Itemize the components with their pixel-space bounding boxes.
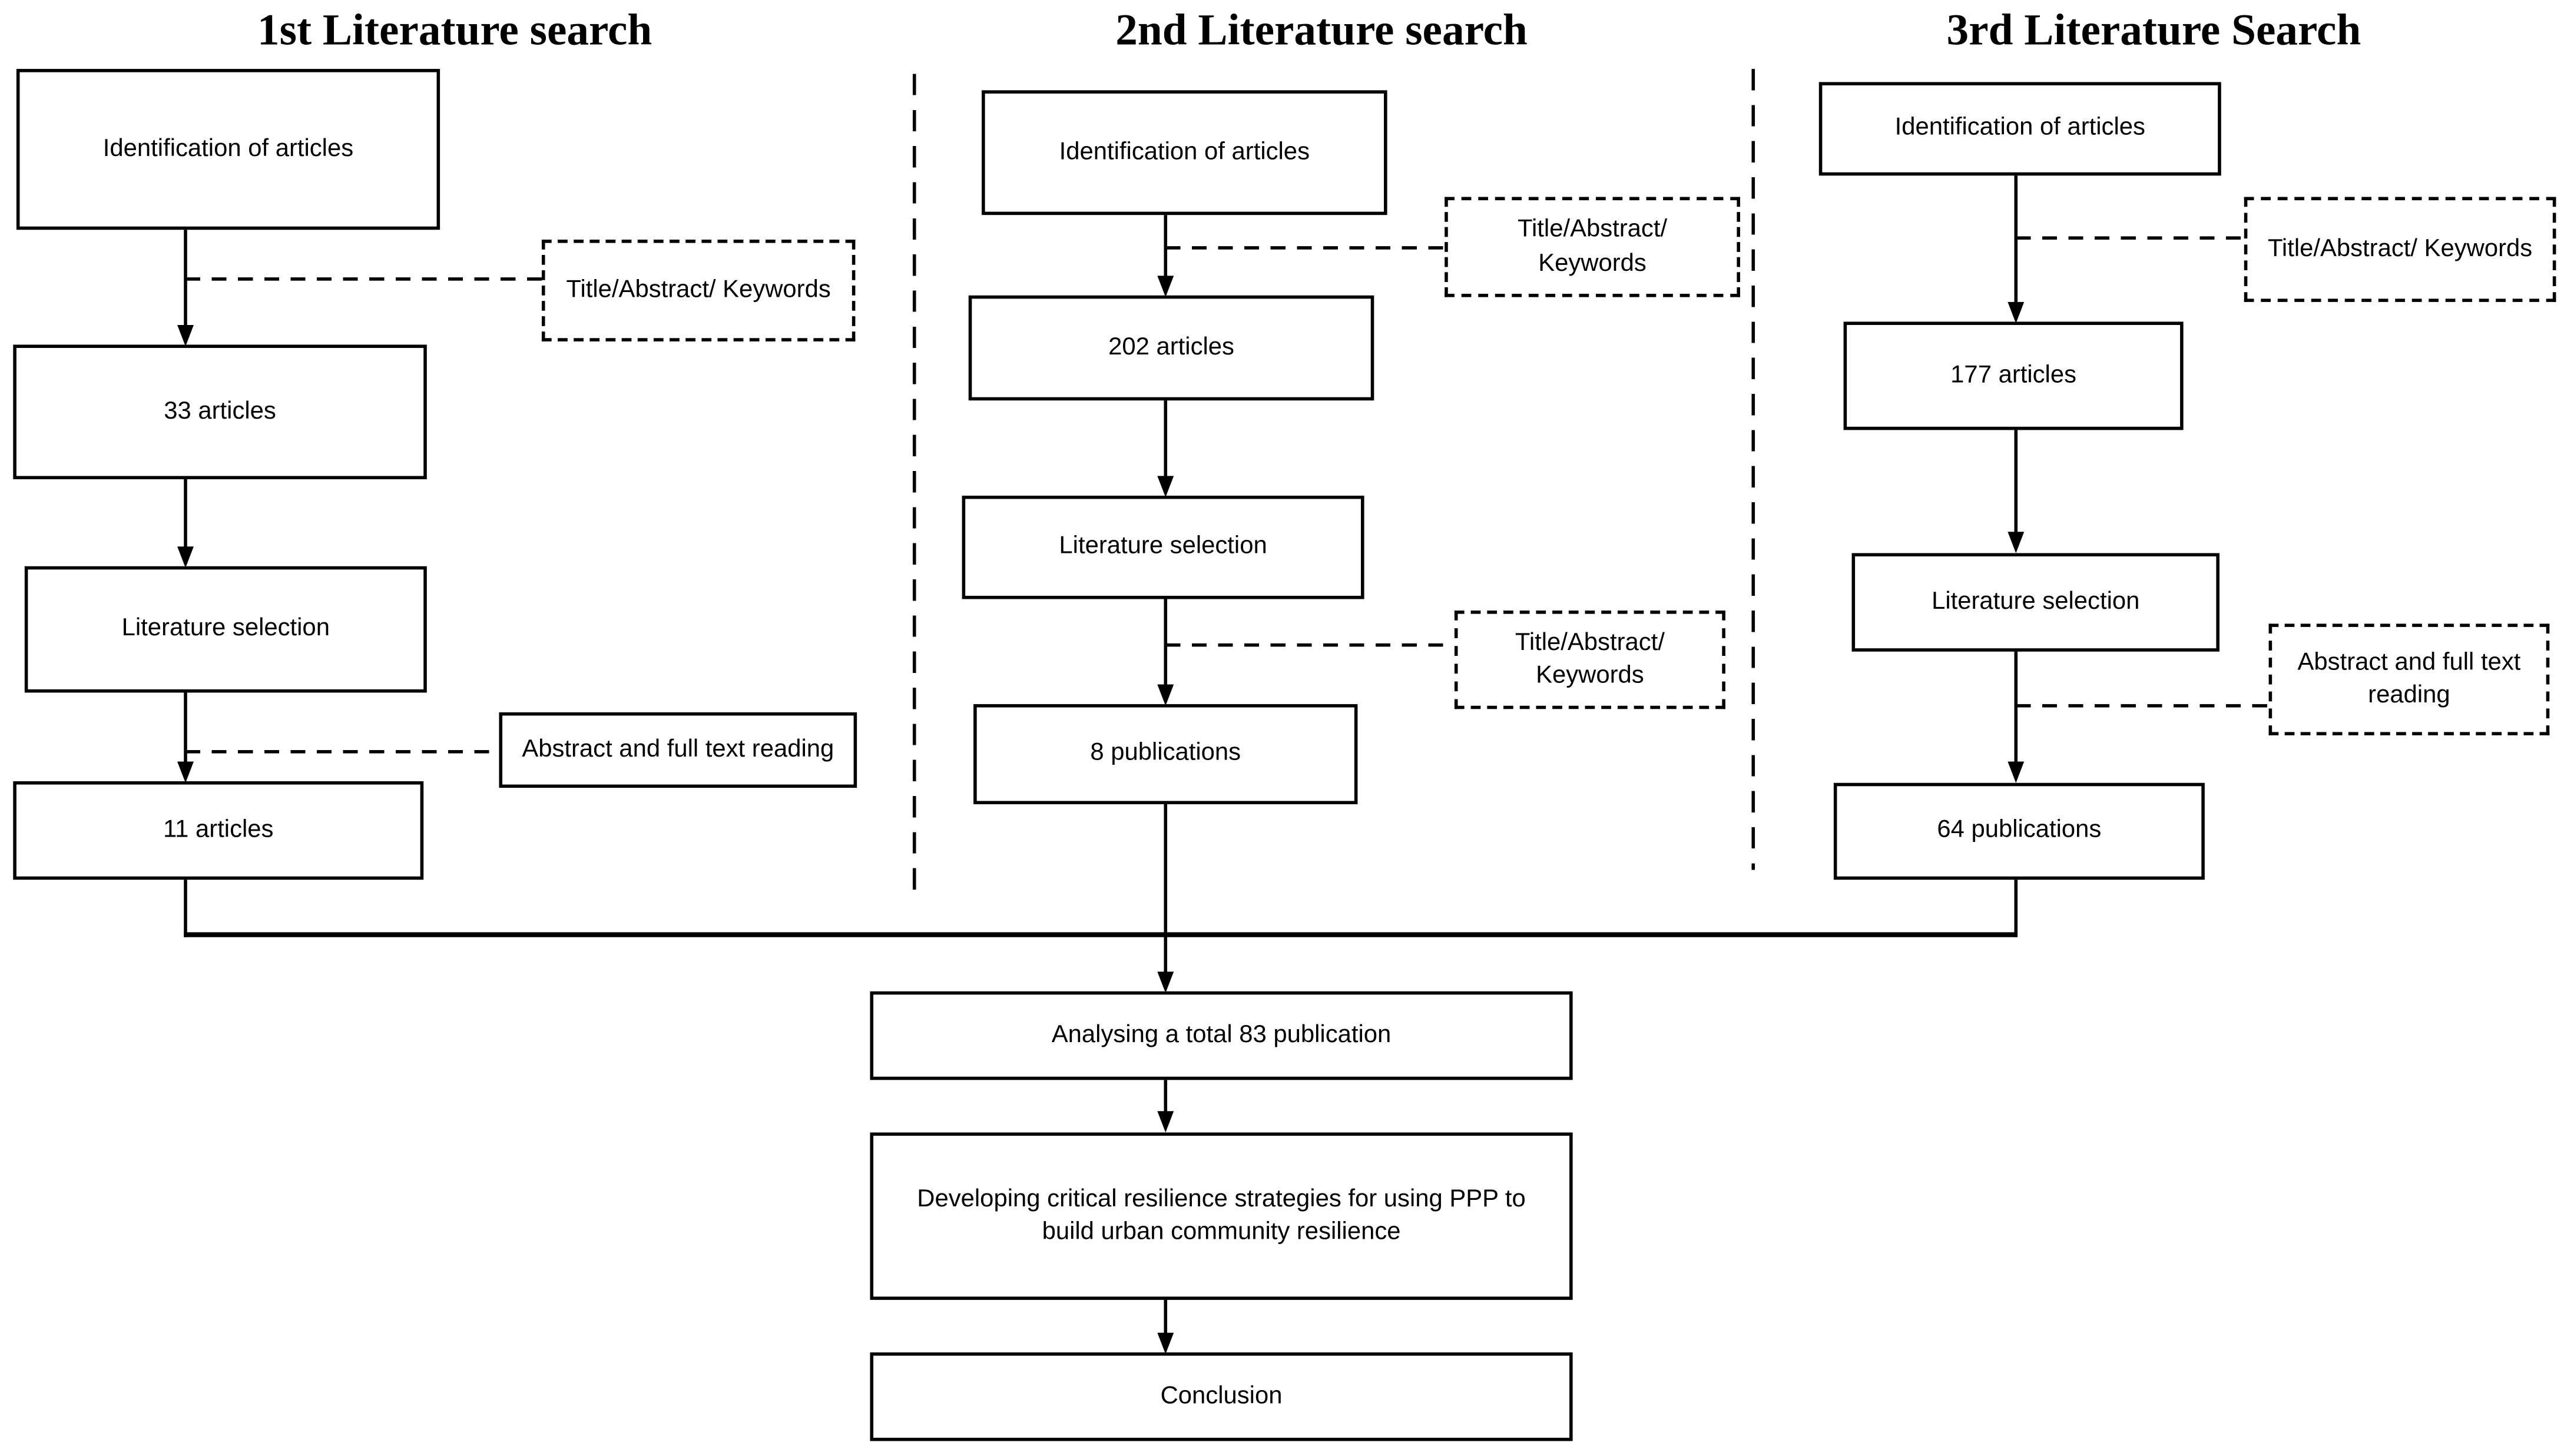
col1-arrow1-head — [176, 324, 193, 347]
col2-arrow2-head — [1156, 476, 1173, 498]
col3-note1-connector — [2016, 236, 2244, 240]
col3-arrow3-head — [2006, 761, 2023, 783]
col2-arrow1-line — [1164, 215, 1168, 278]
col2-result1-box: 202 articles — [968, 295, 1374, 401]
col1-merge-line — [184, 880, 187, 937]
column2-title: 2nd Literature search — [1115, 5, 1528, 54]
col1-note1-connector — [185, 277, 542, 281]
col1-criteria-note1: Title/Abstract/ Keywords — [541, 240, 856, 341]
col2-note2-connector — [1165, 643, 1455, 647]
merge-arrow-head — [1156, 971, 1173, 993]
column3-title: 3rd Literature Search — [1946, 5, 2361, 54]
col3-criteria-note2: Abstract and full text reading — [2268, 623, 2550, 735]
col2-result2-box: 8 publications — [973, 704, 1358, 804]
col1-identification-box: Identification of articles — [16, 69, 440, 230]
analysis-box: Analysing a total 83 publication — [870, 991, 1573, 1080]
bottom-arrow1-line — [1164, 1080, 1168, 1113]
col3-selection-box: Literature selection — [1851, 553, 2219, 652]
col2-identification-box: Identification of articles — [982, 90, 1387, 215]
col2-criteria-note2: Title/Abstract/ Keywords — [1454, 611, 1725, 709]
col2-arrow2-line — [1164, 400, 1168, 478]
col3-arrow2-line — [2014, 430, 2018, 534]
col2-arrow3-head — [1156, 684, 1173, 706]
col3-arrow2-head — [2006, 532, 2023, 553]
col2-selection-box: Literature selection — [962, 495, 1364, 599]
col2-arrow1-head — [1156, 276, 1173, 297]
col1-arrow2-head — [176, 546, 193, 568]
conclusion-box: Conclusion — [870, 1352, 1573, 1441]
col2-note1-connector — [1165, 246, 1445, 250]
col1-arrow1-line — [184, 230, 187, 327]
col3-criteria-note1: Title/Abstract/ Keywords — [2244, 197, 2556, 302]
col3-note2-connector — [2016, 704, 2269, 708]
col3-merge-line — [2014, 880, 2018, 937]
development-box: Developing critical resilience strategie… — [870, 1132, 1573, 1300]
col1-selection-box: Literature selection — [24, 566, 427, 693]
col2-arrow3-line — [1164, 599, 1168, 686]
column1-title: 1st Literature search — [257, 5, 652, 54]
col3-arrow1-head — [2006, 301, 2023, 324]
col1-arrow3-head — [176, 761, 193, 783]
col3-identification-box: Identification of articles — [1818, 82, 2221, 176]
col1-note2-connector — [185, 749, 499, 754]
bottom-arrow2-head — [1156, 1332, 1173, 1354]
col2-criteria-note1: Title/Abstract/ Keywords — [1445, 197, 1740, 297]
col3-result1-box: 177 articles — [1843, 321, 2184, 430]
col3-result2-box: 64 publications — [1833, 782, 2205, 880]
bottom-arrow1-head — [1156, 1111, 1173, 1133]
col1-result1-box: 33 articles — [13, 344, 427, 480]
col2-merge-line — [1164, 804, 1168, 974]
col1-arrow2-line — [184, 479, 187, 549]
separator-col1-col2 — [912, 74, 917, 900]
col1-arrow3-line — [184, 692, 187, 764]
col1-result2-box: 11 articles — [13, 781, 424, 880]
col1-criteria-note2: Abstract and full text reading — [499, 712, 857, 788]
separator-col2-col3 — [1751, 69, 1755, 870]
merge-horizontal-line — [184, 932, 2018, 937]
bottom-arrow2-line — [1164, 1299, 1168, 1335]
